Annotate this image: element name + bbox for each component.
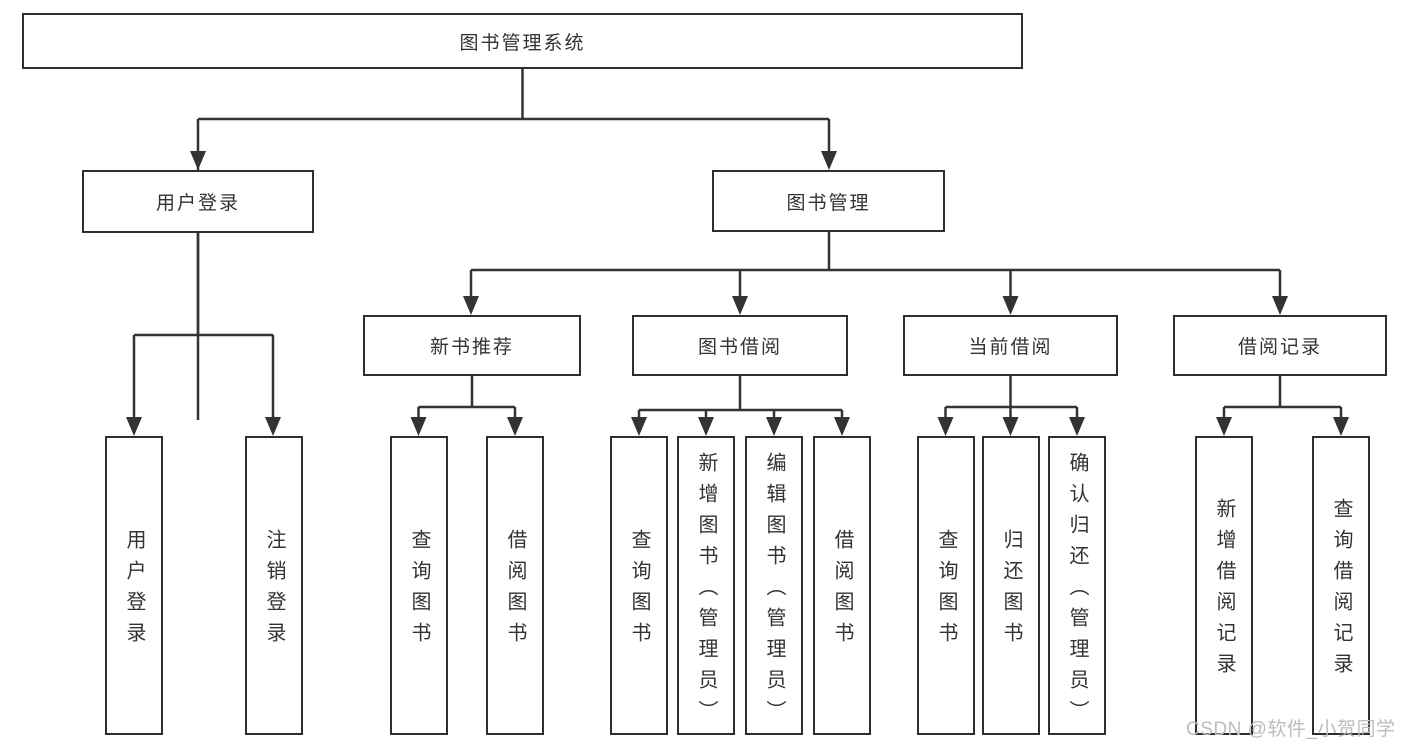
leaf-borrow-edit-books-admin: 编辑图书（管理员） — [745, 436, 803, 735]
leaf-newrec-borrow-books-label: 借阅图书 — [504, 529, 526, 653]
node-root: 图书管理系统 — [22, 13, 1023, 69]
leaf-user-login: 用户登录 — [105, 436, 163, 735]
leaf-borrow-query-books-label: 查询图书 — [628, 529, 650, 653]
connector-book-borrow-to-leaves — [631, 376, 850, 436]
node-user-login-label: 用户登录 — [155, 193, 240, 214]
leaf-current-confirm-return-admin-label: 确认归还（管理员） — [1066, 451, 1088, 731]
leaf-current-query-books-label: 查询图书 — [935, 529, 957, 653]
csdn-watermark: CSDN @软件_小贺同学 — [1186, 719, 1396, 740]
node-book-borrow-label: 图书借阅 — [697, 337, 782, 358]
node-new-book-recommend: 新书推荐 — [363, 315, 581, 376]
node-borrow-records-label: 借阅记录 — [1237, 337, 1322, 358]
connector-borrow-records-to-leaves — [1216, 376, 1349, 436]
node-book-management: 图书管理 — [712, 170, 945, 232]
leaf-records-query-record-label: 查询借阅记录 — [1330, 498, 1352, 684]
node-book-management-label: 图书管理 — [786, 192, 871, 214]
leaf-borrow-add-books-admin-label: 新增图书（管理员） — [695, 451, 717, 731]
node-borrow-records: 借阅记录 — [1173, 315, 1387, 376]
leaf-user-login-label: 用户登录 — [123, 529, 145, 653]
leaf-records-query-record: 查询借阅记录 — [1312, 436, 1370, 735]
node-current-borrow: 当前借阅 — [903, 315, 1118, 376]
leaf-current-return-books-label: 归还图书 — [1000, 529, 1022, 653]
leaf-newrec-borrow-books: 借阅图书 — [486, 436, 544, 735]
leaf-current-return-books: 归还图书 — [982, 436, 1040, 735]
node-root-label: 图书管理系统 — [459, 32, 586, 54]
node-new-book-recommend-label: 新书推荐 — [429, 337, 514, 358]
leaf-borrow-edit-books-admin-label: 编辑图书（管理员） — [763, 451, 785, 731]
leaf-borrow-borrow-books-label: 借阅图书 — [831, 529, 853, 653]
node-book-borrow: 图书借阅 — [632, 315, 848, 376]
leaf-borrow-add-books-admin: 新增图书（管理员） — [677, 436, 735, 735]
leaf-records-add-record-label: 新增借阅记录 — [1213, 498, 1235, 684]
leaf-borrow-borrow-books: 借阅图书 — [813, 436, 871, 735]
leaf-current-query-books: 查询图书 — [917, 436, 975, 735]
leaf-current-confirm-return-admin: 确认归还（管理员） — [1048, 436, 1106, 735]
leaf-logout-label: 注销登录 — [263, 529, 285, 653]
leaf-newrec-query-books: 查询图书 — [390, 436, 448, 735]
connector-user-login-to-leaves — [126, 233, 281, 436]
leaf-records-add-record: 新增借阅记录 — [1195, 436, 1253, 735]
leaf-logout: 注销登录 — [245, 436, 303, 735]
connector-book-management-to-level3 — [463, 232, 1288, 315]
node-user-login: 用户登录 — [82, 170, 314, 233]
connector-current-borrow-to-leaves — [937, 376, 1085, 436]
connector-new-book-recommend-to-leaves — [410, 376, 523, 436]
leaf-borrow-query-books: 查询图书 — [610, 436, 668, 735]
leaf-newrec-query-books-label: 查询图书 — [408, 529, 430, 653]
node-current-borrow-label: 当前借阅 — [968, 337, 1053, 358]
